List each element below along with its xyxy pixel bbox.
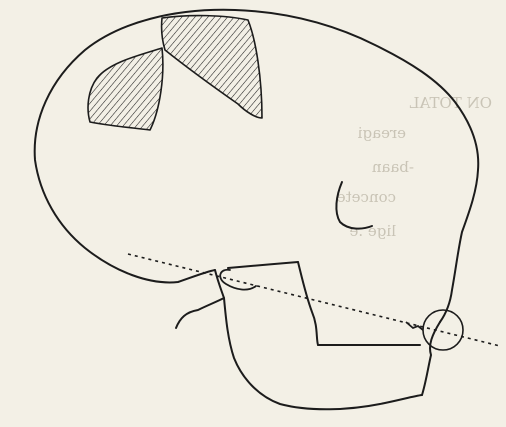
hatched-parietal-right [162, 16, 262, 118]
bleed-line-5: lige .e [349, 222, 396, 240]
mandible-outline [224, 298, 422, 409]
hatched-parietal-left [88, 48, 163, 130]
face-profile [422, 322, 440, 395]
bleed-through-text: ON TOTAL ereagi -baan concete lige .e [337, 94, 492, 240]
bleed-line-2: ereagi [358, 124, 406, 142]
dashed-reference-line [128, 254, 500, 346]
mandible-ramus [298, 262, 318, 345]
zygomatic-arch [228, 262, 298, 268]
condyle [220, 270, 256, 290]
bleed-line-3: -baan [371, 158, 414, 176]
bleed-line-4: concete [337, 188, 396, 206]
ear-region [176, 270, 224, 328]
